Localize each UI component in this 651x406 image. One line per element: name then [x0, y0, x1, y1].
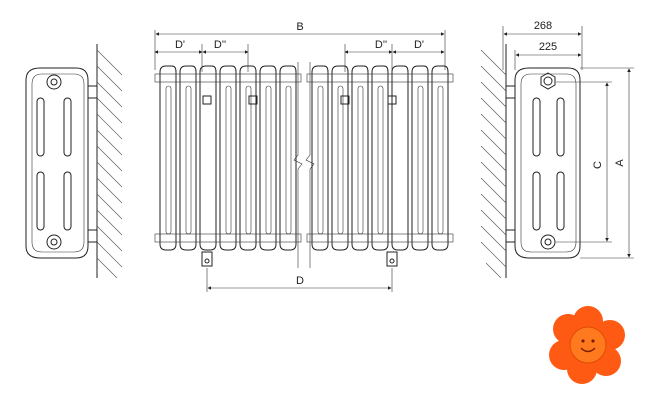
left-side-view [25, 44, 123, 279]
dimension-label-b: B [296, 21, 303, 33]
dimension-label-c: C [592, 161, 604, 169]
dimension-label-268: 268 [534, 20, 552, 32]
dimension-label-a: A [614, 159, 626, 167]
side-dimensions: 268 225 C A [502, 20, 634, 259]
dimension-label-d-prime-right: D' [414, 39, 424, 51]
right-side-view [480, 44, 581, 279]
dimension-label-d-double-prime-right: D'' [375, 39, 387, 51]
front-right-section-group [306, 65, 454, 267]
dimension-label-d-prime-left: D' [175, 39, 185, 51]
left-wall-hatching [96, 44, 123, 279]
front-left-section-group [154, 65, 302, 267]
dimension-label-225: 225 [539, 41, 557, 53]
front-dimensions: B D' D'' D'' D' D [154, 21, 446, 292]
smiling-flower-logo [549, 306, 625, 384]
front-view [154, 62, 454, 268]
right-wall-hatching [480, 44, 507, 279]
dimension-label-d: D [296, 275, 304, 287]
dimension-label-d-double-prime-left: D'' [214, 39, 226, 51]
